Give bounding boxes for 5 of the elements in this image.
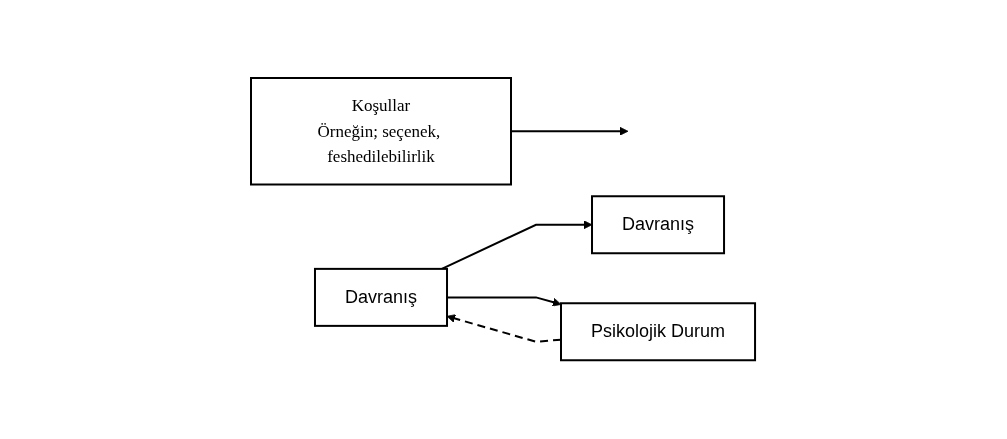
node-box: Davranış [591, 195, 726, 255]
node-box: Psikolojik Durum [560, 302, 757, 362]
node-box: Koşullar Örneğin; seçenek, feshedilebilirlik [250, 77, 513, 186]
node-box: Davranış [314, 268, 449, 328]
arrow [441, 220, 593, 271]
